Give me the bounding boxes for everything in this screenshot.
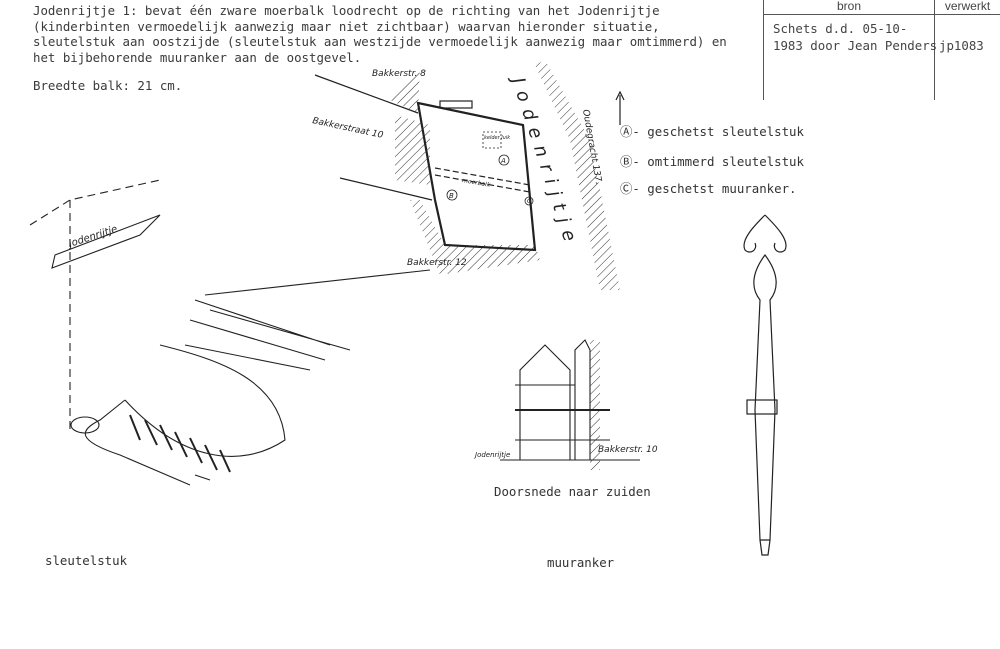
beam-width-note: Breedte balk: 21 cm. xyxy=(33,78,183,93)
situation-map xyxy=(314,60,625,290)
table-divider xyxy=(934,0,935,100)
description-line: (kinderbinten vermoedelijk aanwezig maar… xyxy=(33,18,660,34)
header-source: bron xyxy=(764,0,934,15)
legend-item-a: Ⓐ- geschetst sleutelstuk xyxy=(620,124,804,139)
source-table: bron verwerkt Schets d.d. 05-10- 1983 do… xyxy=(763,0,1000,100)
legend-text: - geschetst muuranker. xyxy=(632,181,797,196)
legend-item-c: Ⓒ- geschetst muuranker. xyxy=(620,181,797,196)
description-line: sleutelstuk aan oostzijde (sleutelstuk a… xyxy=(33,34,727,49)
legend-text: - omtimmerd sleutelstuk xyxy=(632,154,804,169)
section-sketch xyxy=(500,339,640,470)
marker-c: C xyxy=(527,198,532,205)
section-label-left: Jodenrijtje xyxy=(473,451,510,459)
key-piece-sketch xyxy=(29,179,431,486)
header-processed: verwerkt xyxy=(934,0,1000,15)
wall-anchor-sketch xyxy=(743,214,787,556)
section-caption: Doorsnede naar zuiden xyxy=(494,484,651,499)
caption-key-piece: sleutelstuk xyxy=(45,553,128,568)
label-bakkerstr-12: Bakkerstr. 12 xyxy=(407,258,467,268)
description-line: het bijbehorende muuranker aan de oostge… xyxy=(33,49,362,65)
caption-wall-anchor: muuranker xyxy=(547,555,615,570)
marker-b: B xyxy=(449,192,454,200)
description-text: Jodenrijtje 1: bevat één zware moerbalk … xyxy=(33,3,727,65)
label-bakkerstraat-10: Bakkerstraat 10 xyxy=(311,116,384,141)
label-kelderluik: kelder luik xyxy=(484,135,511,141)
processed-code: jp1083 xyxy=(939,38,984,53)
label-street: Jodenrijtje xyxy=(506,72,582,251)
label-bakkerstr-8: Bakkerstr. 8 xyxy=(372,69,426,79)
section-label-right: Bakkerstr. 10 xyxy=(598,445,658,455)
marker-a: A xyxy=(500,157,506,165)
source-line: 1983 door Jean Penders xyxy=(773,38,938,53)
label-moerbalk: moerbalk xyxy=(462,177,492,189)
legend-item-b: Ⓑ- omtimmerd sleutelstuk xyxy=(620,154,804,169)
legend-text: - geschetst sleutelstuk xyxy=(632,124,804,139)
description-line: Jodenrijtje 1: bevat één zware moerbalk … xyxy=(33,3,660,18)
source-line: Schets d.d. 05-10- xyxy=(773,21,908,36)
